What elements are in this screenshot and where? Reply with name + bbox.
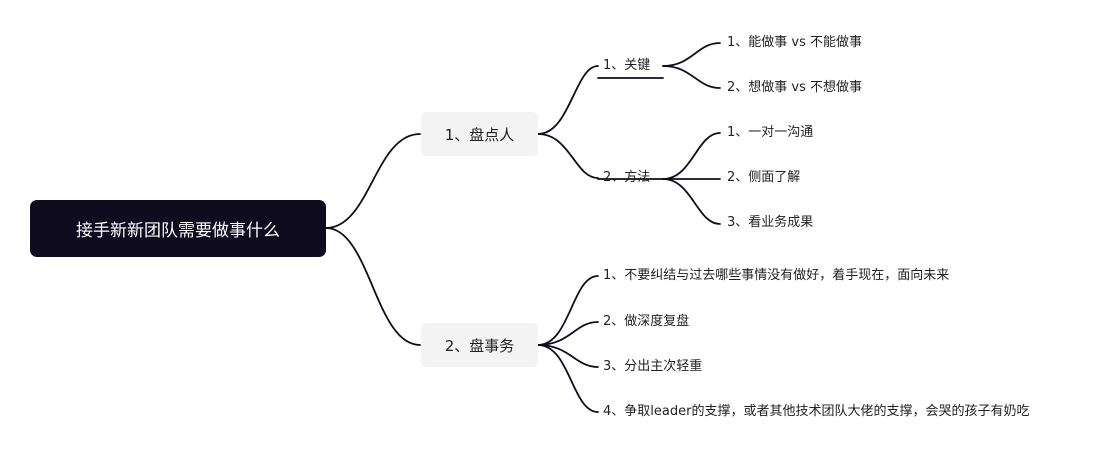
edge-branch-2-leaf-1 [537,275,599,346]
leaf-label: 2、侧面了解 [727,170,801,185]
edge-branch-1-sub-2 [537,133,599,179]
branch-topic-1[interactable]: 1、盘点人 [421,112,538,156]
branch-topic-label: 1、盘点人 [444,125,515,144]
leaf-2-2[interactable]: 2、做深度复盘 [603,312,689,332]
leaf-2-4[interactable]: 4、争取leader的支撑，或者其他技术团队大佬的支撑，会哭的孩子有奶吃 [603,402,1029,422]
leaf-label: 1、不要纠结与过去哪些事情没有做好，着手现在，面向未来 [603,268,950,283]
leaf-label: 2、想做事 vs 不想做事 [727,80,863,95]
edge-sub-1-leaf-2 [662,65,721,89]
subtopic-1-2[interactable]: 2、方法 [603,168,650,188]
leaf-label: 3、看业务成果 [727,215,814,230]
branch-topic-label: 2、盘事务 [444,336,515,355]
leaf-1-2-3[interactable]: 3、看业务成果 [727,213,813,233]
leaf-label: 1、能做事 vs 不能做事 [727,35,863,50]
leaf-label: 1、一对一沟通 [727,125,814,140]
leaf-2-3[interactable]: 3、分出主次轻重 [603,357,702,377]
edge-branch-2-leaf-3 [537,344,599,368]
leaf-1-1-2[interactable]: 2、想做事 vs 不想做事 [727,78,862,98]
leaf-label: 3、分出主次轻重 [603,359,703,374]
branch-topic-2[interactable]: 2、盘事务 [421,323,538,367]
leaf-2-1[interactable]: 1、不要纠结与过去哪些事情没有做好，着手现在，面向未来 [603,266,949,286]
subtopic-1-1[interactable]: 1、关键 [603,56,650,76]
leaf-1-1-1[interactable]: 1、能做事 vs 不能做事 [727,33,862,53]
edge-root-branch-2 [325,227,421,346]
edge-sub-2-leaf-1 [662,132,721,180]
subtopic-label: 1、关键 [603,58,651,73]
root-topic-label: 接手新新团队需要做事什么 [76,221,280,241]
edge-sub-2-leaf-3 [662,178,721,225]
leaf-label: 2、做深度复盘 [603,314,690,329]
subtopic-label: 2、方法 [603,170,651,185]
edge-sub-1-leaf-1 [662,42,721,67]
leaf-label: 4、争取leader的支撑，或者其他技术团队大佬的支撑，会哭的孩子有奶吃 [603,404,1030,419]
edge-root-branch-1 [325,133,421,229]
edge-branch-2-leaf-4 [537,344,599,413]
root-topic[interactable]: 接手新新团队需要做事什么 [30,200,326,257]
leaf-1-2-1[interactable]: 1、一对一沟通 [727,123,813,143]
leaf-1-2-2[interactable]: 2、侧面了解 [727,168,800,188]
edge-branch-1-sub-1 [537,65,599,135]
edge-branch-2-leaf-2 [537,321,599,346]
